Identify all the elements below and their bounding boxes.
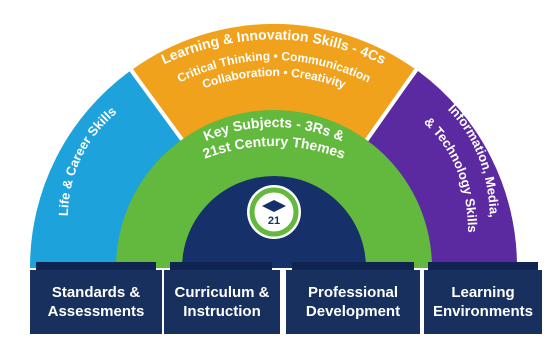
pillar-standards: Standards & Assessments [30, 270, 162, 334]
pillar-line1: Curriculum & [174, 284, 270, 301]
pillar-learning-environments: Learning Environments [424, 270, 542, 334]
pillar-line2: Assessments [47, 303, 145, 320]
pillar-line1: Standards & [51, 284, 141, 301]
arc-left-band [29, 71, 183, 268]
pillar-cap-1 [36, 262, 156, 272]
pillar-curriculum: Curriculum & Instruction [164, 270, 280, 334]
pillar-line2: Development [305, 303, 401, 320]
arc-right-band [366, 71, 518, 268]
pillar-professional: Professional Development [286, 270, 420, 334]
pillar-cap-3 [292, 262, 414, 272]
logo-text: 21 [268, 215, 280, 227]
pillar-line2: Instruction [183, 303, 261, 320]
pillar-line2: Environments [432, 303, 534, 320]
pillar-cap-2 [170, 262, 272, 272]
pillar-cap-4 [428, 262, 538, 272]
logo-21-icon: 21 [247, 185, 301, 239]
pillar-line1: Professional [307, 284, 399, 301]
pillar-line1: Learning [451, 284, 515, 301]
arc-top-band [133, 23, 415, 140]
